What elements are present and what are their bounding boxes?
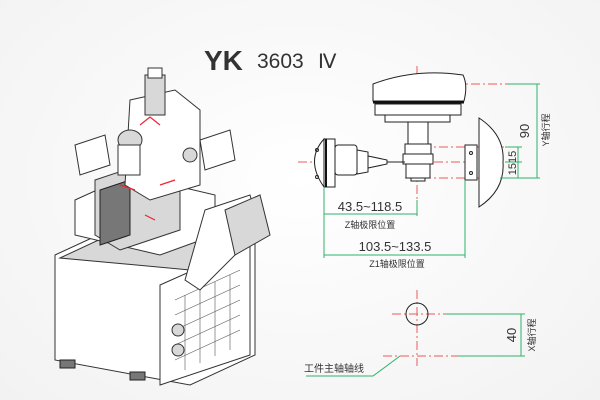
x-travel-label: X轴行程 bbox=[526, 318, 537, 351]
y-travel-label: Y轴行程 bbox=[540, 113, 551, 146]
z1-range-label: Z1轴极限位置 bbox=[369, 258, 425, 269]
spindle-head bbox=[124, 89, 201, 201]
spindle-drawing bbox=[372, 72, 467, 182]
dimension-lines bbox=[306, 83, 540, 377]
workpiece-circle bbox=[405, 302, 429, 326]
dimension-labels: 90 Y轴行程 1515 43.5~118.5 Z轴极限位置 103.5~133… bbox=[304, 113, 551, 375]
z-range-label: Z轴极限位置 bbox=[345, 219, 396, 230]
title-brand: YK bbox=[204, 45, 243, 76]
y-travel-value: 90 bbox=[517, 124, 532, 138]
offset-value: 1515 bbox=[507, 151, 519, 175]
tool-holder-drawing bbox=[314, 137, 405, 189]
product-title: YK 3603 Ⅳ bbox=[204, 45, 337, 76]
workpiece-axis-label: 工件主轴轴线 bbox=[304, 362, 364, 375]
title-model: 3603 bbox=[257, 50, 304, 73]
clamp-drawing bbox=[464, 117, 504, 208]
z1-range-value: 103.5~133.5 bbox=[359, 239, 432, 254]
machine-illustration bbox=[54, 67, 271, 386]
x-travel-value: 40 bbox=[504, 328, 519, 342]
title-suffix: Ⅳ bbox=[318, 51, 337, 73]
z-range-value: 43.5~118.5 bbox=[338, 199, 402, 214]
